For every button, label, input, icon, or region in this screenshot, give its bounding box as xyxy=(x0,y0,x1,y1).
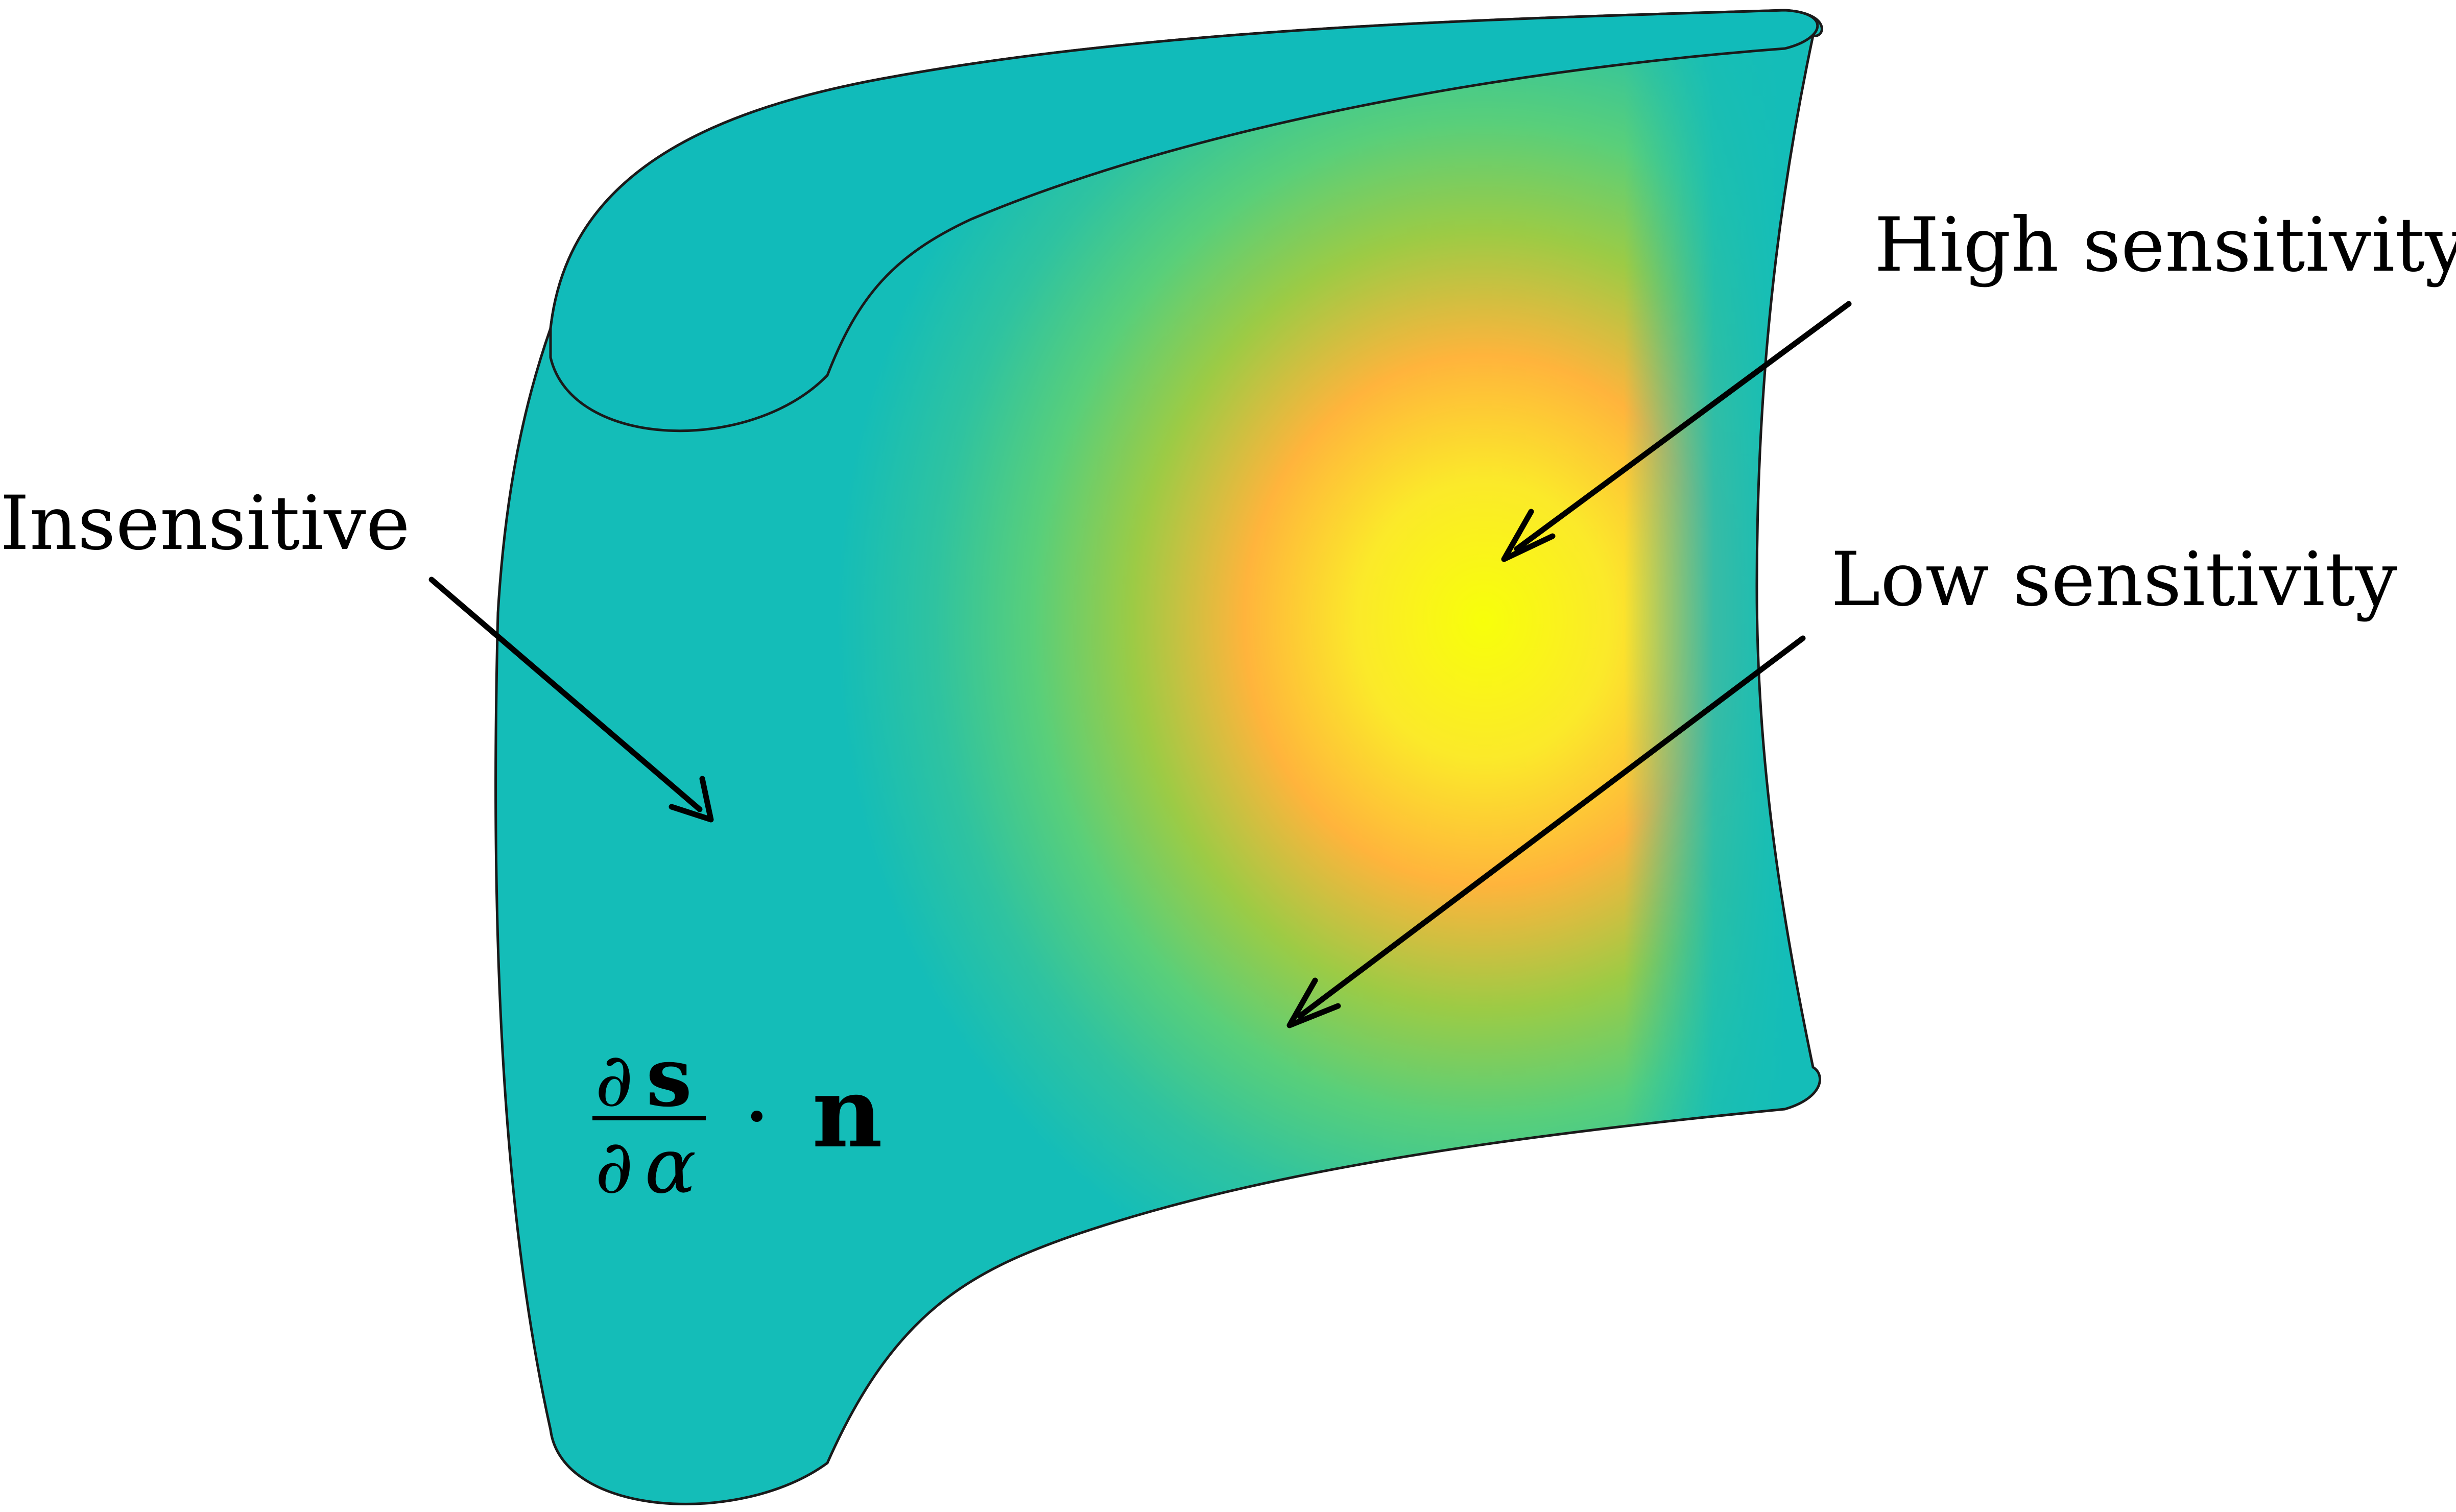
formula-normal-vector: n xyxy=(812,1055,883,1169)
label-low-sensitivity: Low sensitivity xyxy=(1831,536,2397,623)
arrow-low-sensitivity xyxy=(1286,635,1806,1028)
formula-denominator-partial: ∂ xyxy=(595,1124,633,1210)
arrows xyxy=(428,301,1852,1028)
formula-dot-operator: · xyxy=(743,1066,771,1167)
trailing-edge-fade xyxy=(1624,10,1822,1226)
formula-numerator-partial: ∂ xyxy=(595,1037,633,1123)
arrow-insensitive xyxy=(428,577,714,823)
label-high-sensitivity: High sensitivity xyxy=(1874,202,2456,289)
sensitivity-formula: ∂ s ∂ α · n xyxy=(592,1029,883,1211)
top-tip-cap xyxy=(549,9,1819,433)
arrow-high-sensitivity xyxy=(1501,301,1852,562)
formula-numerator-symbol: s xyxy=(646,1029,692,1125)
label-insensitive: Insensitive xyxy=(0,480,410,567)
formula-denominator-symbol: α xyxy=(645,1122,696,1211)
